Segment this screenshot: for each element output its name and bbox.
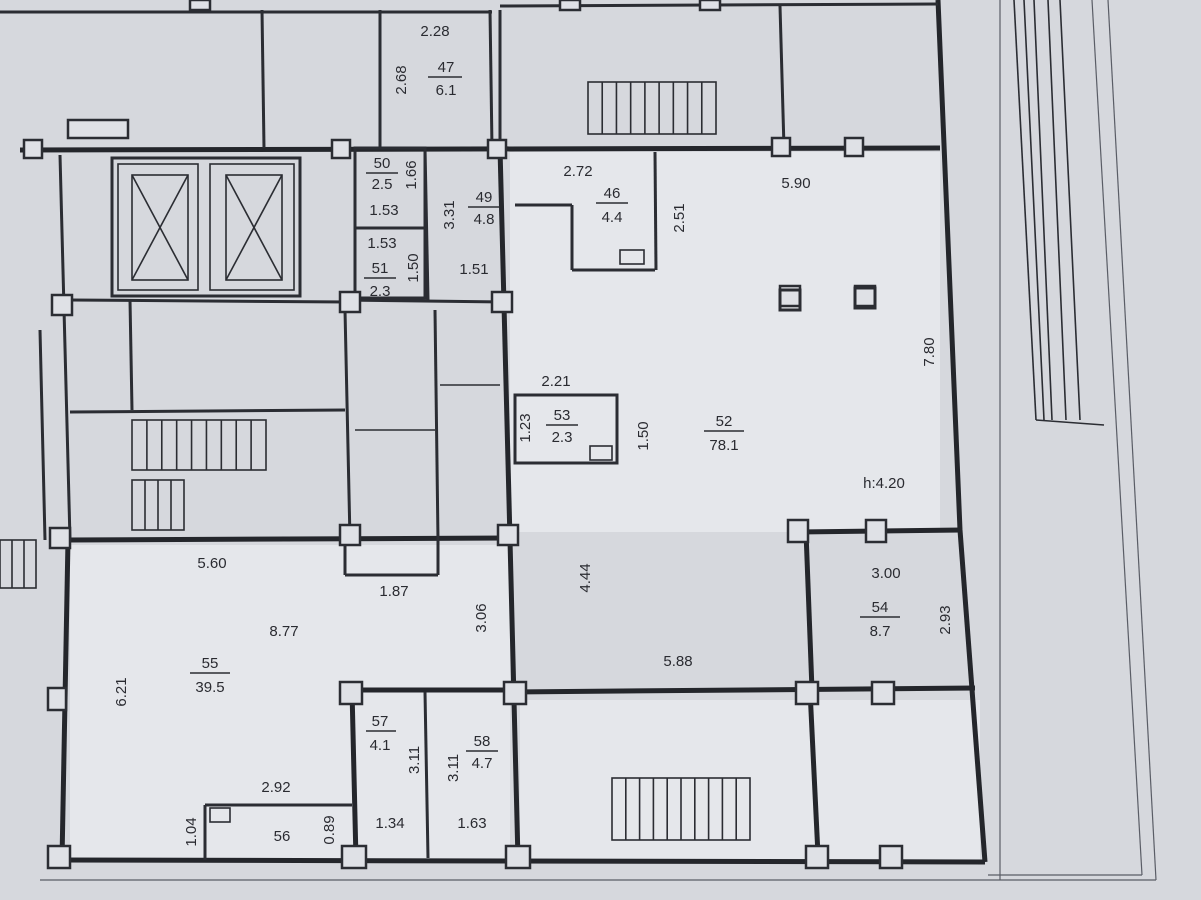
room-54-area: 8.7 — [870, 623, 891, 640]
dim-1-87: 1.87 — [379, 583, 408, 600]
dim-1-23: 1.23 — [517, 413, 534, 442]
room-56-number: 56 — [274, 828, 291, 845]
staircase-left-lower — [131, 479, 185, 531]
room-46-area: 4.4 — [602, 209, 623, 226]
dim-5-90: 5.90 — [781, 175, 810, 192]
dim-6-21: 6.21 — [113, 677, 130, 706]
staircase-left-upper — [131, 419, 267, 471]
room-52-area: 78.1 — [709, 437, 738, 454]
room-53-area: 2.3 — [552, 429, 573, 446]
dim-1-50: 1.50 — [405, 253, 422, 282]
dim-4-44: 4.44 — [577, 563, 594, 592]
dim-1-50b: 1.50 — [635, 421, 652, 450]
dim-3-31: 3.31 — [441, 200, 458, 229]
dim-2-92: 2.92 — [261, 779, 290, 796]
dim-2-68: 2.68 — [393, 65, 410, 94]
dim-7-80: 7.80 — [921, 337, 938, 366]
columns — [22, 0, 904, 870]
room-55-area: 39.5 — [195, 679, 224, 696]
dim-3-00: 3.00 — [871, 565, 900, 582]
dim-0-89: 0.89 — [321, 815, 338, 844]
dim-1-53a: 1.53 — [369, 202, 398, 219]
room-49-number: 49 — [476, 189, 493, 206]
room-51-number: 51 — [372, 260, 389, 277]
dim-2-72: 2.72 — [563, 163, 592, 180]
room-53-number: 53 — [554, 407, 571, 424]
staircase-bottom — [611, 777, 751, 841]
room-46-number: 46 — [604, 185, 621, 202]
room-57-number: 57 — [372, 713, 389, 730]
staircase-top — [587, 81, 717, 135]
room-55-number: 55 — [202, 655, 219, 672]
dim-2-28: 2.28 — [420, 23, 449, 40]
dim-3-11b: 3.11 — [445, 754, 462, 782]
room-47-area: 6.1 — [436, 82, 457, 99]
staircase-edge — [0, 539, 37, 589]
room-54-number: 54 — [872, 599, 889, 616]
room-51-area: 2.3 — [370, 283, 391, 300]
staircases — [0, 81, 751, 841]
room-49-area: 4.8 — [474, 211, 495, 228]
elevator-icons — [131, 174, 283, 281]
dim-5-60: 5.60 — [197, 555, 226, 572]
dim-2-93: 2.93 — [937, 605, 954, 634]
room-50-number: 50 — [374, 155, 391, 172]
room-58-number: 58 — [474, 733, 491, 750]
dim-1-51: 1.51 — [459, 261, 488, 278]
fixtures — [209, 249, 877, 823]
dim-2-51: 2.51 — [671, 203, 688, 232]
dim-3-06: 3.06 — [473, 603, 490, 632]
room-58-area: 4.7 — [472, 755, 493, 772]
room-47-number: 47 — [438, 59, 455, 76]
dim-5-88: 5.88 — [663, 653, 692, 670]
dim-2-21: 2.21 — [541, 373, 570, 390]
room-fills — [70, 152, 980, 860]
dim-3-11a: 3.11 — [406, 746, 423, 774]
room-57-area: 4.1 — [370, 737, 391, 754]
room-52-number: 52 — [716, 413, 733, 430]
dim-1-04: 1.04 — [183, 817, 200, 846]
dim-8-77: 8.77 — [269, 623, 298, 640]
room-50-area: 2.5 — [372, 176, 393, 193]
dim-1-53b: 1.53 — [367, 235, 396, 252]
balcony-strip — [1013, 0, 1105, 426]
dim-1-63: 1.63 — [457, 815, 486, 832]
dim-1-66: 1.66 — [403, 160, 420, 189]
labels: 47 6.1 2.28 2.68 50 2.5 1.66 1.53 49 4.8… — [113, 23, 954, 847]
ceiling-height: h:4.20 — [863, 475, 905, 492]
dim-1-34: 1.34 — [375, 815, 404, 832]
outer-boundary — [40, 0, 1157, 881]
